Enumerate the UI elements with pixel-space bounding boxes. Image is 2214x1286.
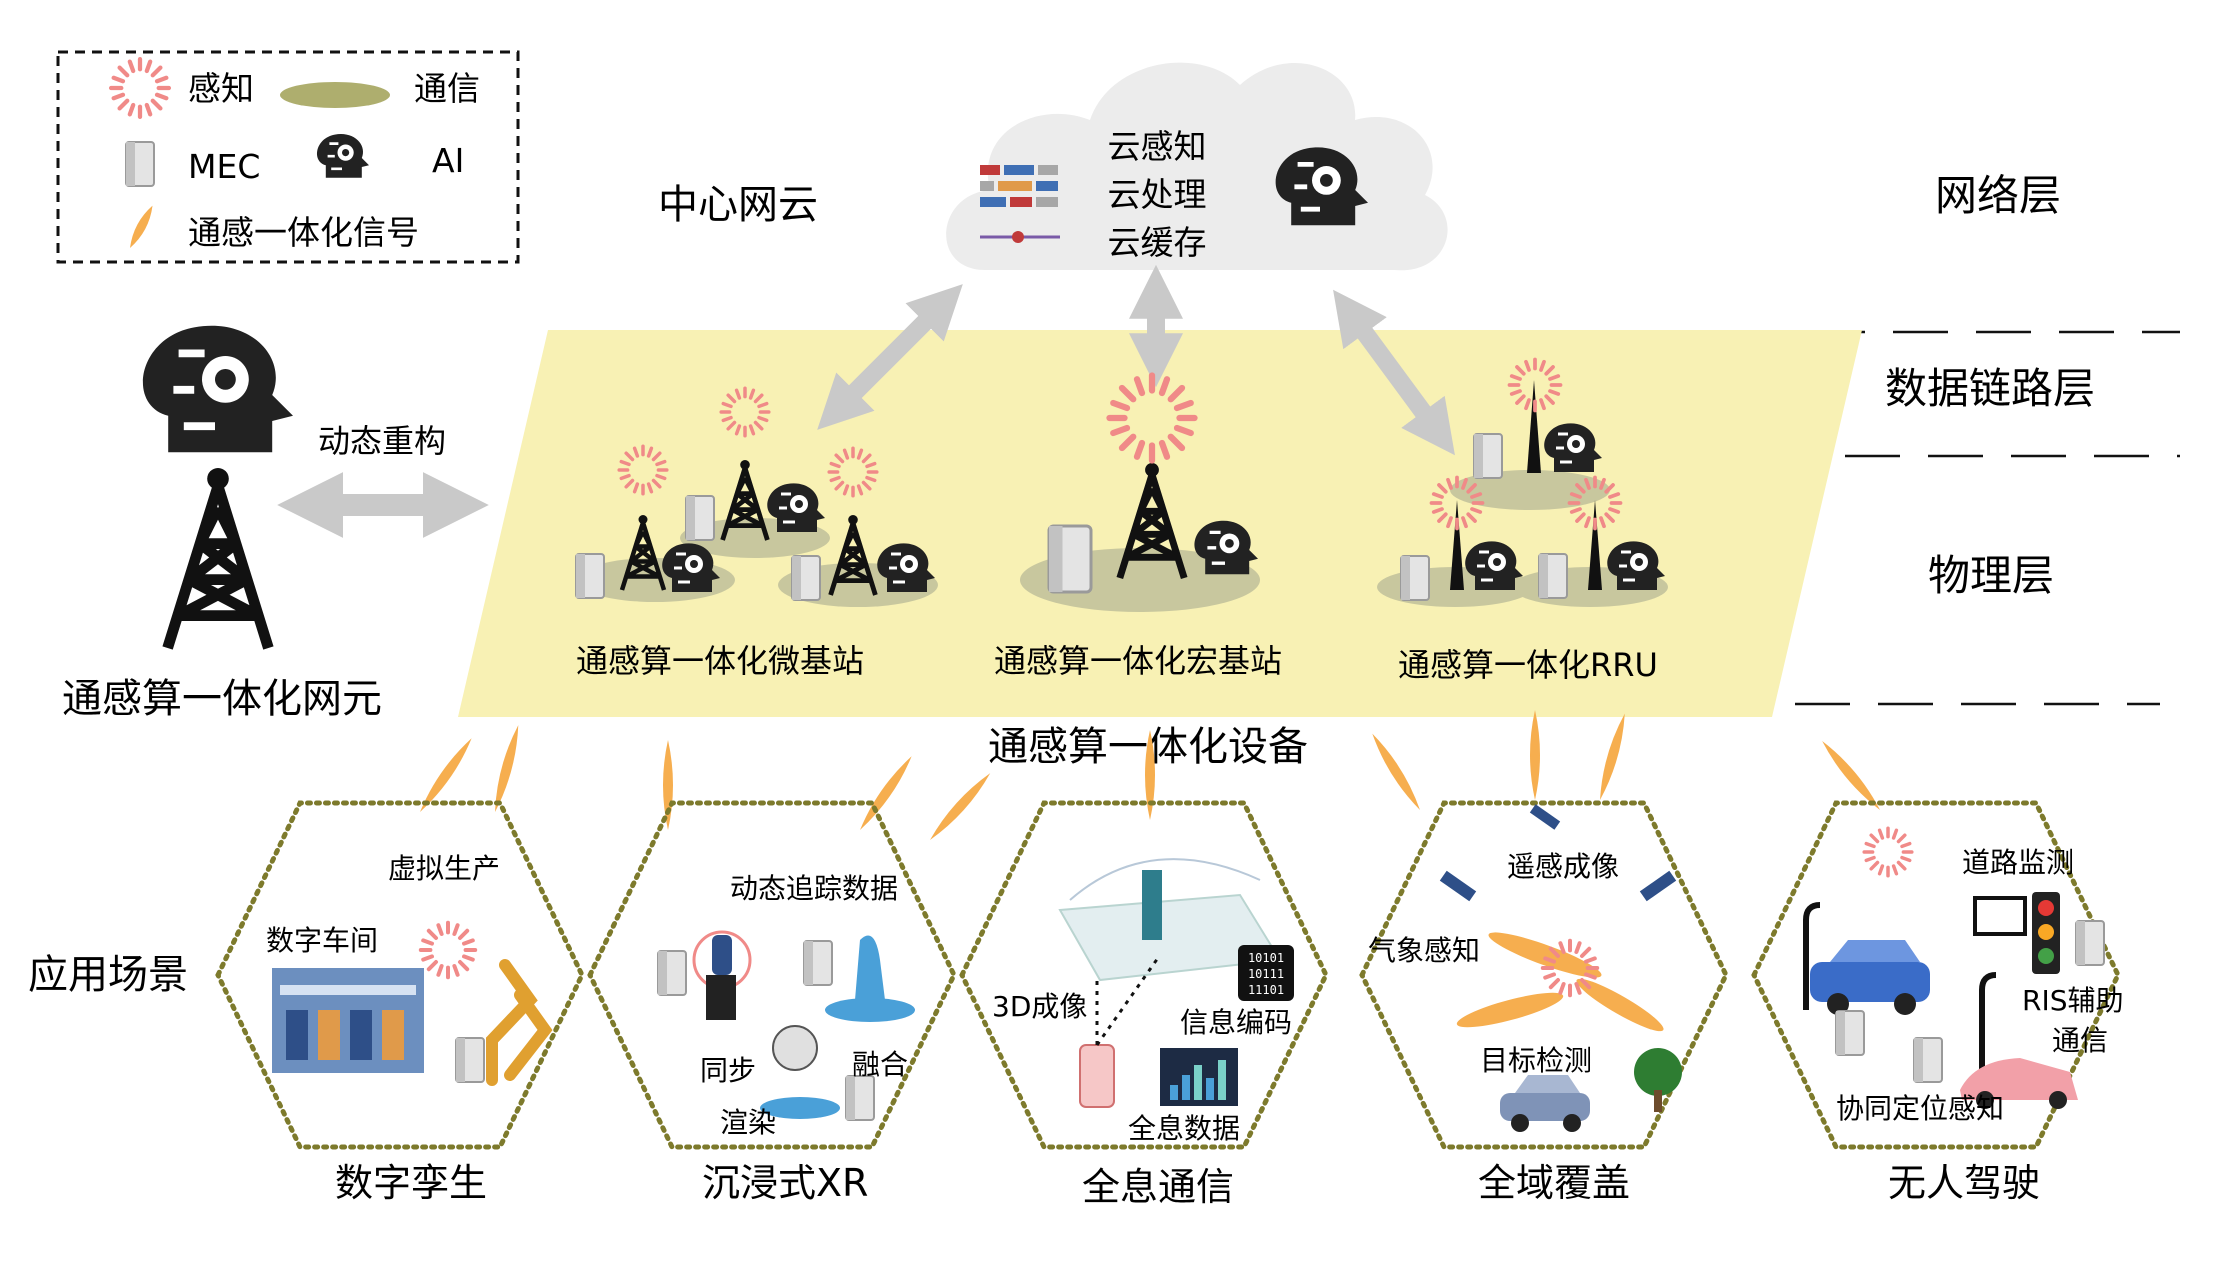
micro-base-station-label: 通感算一体化微基站: [576, 642, 864, 680]
svg-text:11101: 11101: [1248, 983, 1284, 997]
reconfiguration-label: 动态重构: [318, 422, 446, 460]
label-target-detection: 目标检测: [1480, 1044, 1592, 1077]
label-communication: 通信: [2052, 1024, 2108, 1057]
label-dynamic-tracking: 动态追踪数据: [730, 872, 898, 905]
label-road-monitoring: 道路监测: [1962, 846, 2074, 879]
communication-icon: [280, 82, 390, 108]
scenario-global-coverage-label: 全域覆盖: [1478, 1161, 1630, 1205]
city-grid-icon: [1058, 858, 1282, 982]
scenario-autonomous-driving-label: 无人驾驶: [1888, 1161, 2040, 1205]
legend-ai: AI: [432, 141, 464, 180]
hexagon-immersive-xr: [587, 800, 957, 1150]
layer-network-label: 网络层: [1935, 171, 2061, 220]
layer-physical-label: 物理层: [1928, 551, 2054, 600]
hexagon-digital-twin: [215, 800, 585, 1150]
isac-signal-icon: [130, 205, 153, 248]
sensing-icon: [111, 59, 169, 117]
network-element-label: 通感算一体化网元: [62, 676, 382, 722]
legend-sensing: 感知: [188, 69, 254, 108]
cloud-dashboard-icon: [980, 165, 1060, 243]
scenario-digital-twin-label: 数字孪生: [335, 1161, 487, 1205]
binary-code-icon: 10101 10111 11101: [1238, 945, 1294, 1001]
traffic-light-icon: [1973, 892, 2060, 974]
hexagon-autonomous-driving: [1751, 800, 2121, 1150]
rru-label: 通感算一体化RRU: [1398, 646, 1658, 684]
layer-data-link-label: 数据链路层: [1885, 364, 2095, 413]
car-icon: [1500, 1075, 1590, 1132]
label-digital-workshop: 数字车间: [266, 924, 378, 957]
factory-workshop-icon: [272, 968, 424, 1073]
center-cloud-label: 中心网云: [658, 182, 818, 228]
cloud-function-cache: 云缓存: [1108, 223, 1207, 262]
phone-hologram-icon: [1079, 954, 1162, 1108]
label-info-encoding: 信息编码: [1180, 1006, 1292, 1039]
micro-base-station-group: [575, 386, 938, 607]
orange-beams: [1456, 932, 1664, 1032]
label-ris-assist: RIS辅助: [2022, 984, 2124, 1017]
macro-base-station-label: 通感算一体化宏基站: [994, 642, 1282, 680]
dashboard-icon: [1160, 1048, 1238, 1106]
suv-icon: [1810, 940, 1930, 1015]
mec-server-icon: [125, 141, 155, 187]
legend-mec: MEC: [188, 147, 260, 186]
svg-text:10111: 10111: [1248, 967, 1284, 981]
legend: 感知 通信 MEC AI 通感一体化信号: [56, 50, 520, 264]
scenario-holographic-label: 全息通信: [1082, 1165, 1234, 1209]
scenarios-title: 应用场景: [28, 952, 188, 998]
legend-communication: 通信: [414, 69, 480, 108]
cloud-function-sense: 云感知: [1108, 127, 1207, 166]
label-sync: 同步: [700, 1054, 756, 1087]
label-remote-sensing: 遥感成像: [1507, 850, 1619, 883]
macro-base-station: [1020, 376, 1260, 612]
rru-group: [1377, 357, 1668, 607]
street-lamp-icon: [1803, 902, 1997, 1075]
satellite-icon: [1439, 804, 1677, 902]
ai-head-icon: [315, 132, 371, 180]
cloud-function-process: 云处理: [1108, 175, 1207, 214]
robot-arm-icon: [486, 959, 553, 1086]
label-fusion: 融合: [852, 1048, 908, 1081]
label-virtual-production: 虚拟生产: [388, 852, 500, 885]
xr-user-icon: [692, 930, 915, 1119]
label-render: 渲染: [720, 1106, 776, 1139]
network-element-ai-head: [143, 326, 293, 452]
legend-frame: [56, 50, 520, 264]
tree-icon: [1634, 1048, 1682, 1112]
sports-car-icon: [1960, 1058, 2078, 1109]
label-cooperative-positioning: 协同定位感知: [1836, 1092, 2004, 1125]
network-element-tower: [168, 468, 269, 648]
svg-text:10101: 10101: [1248, 951, 1284, 965]
cloud-micro-arrow: [817, 284, 963, 430]
scenario-immersive-xr-label: 沉浸式XR: [702, 1161, 868, 1205]
label-weather-sensing: 气象感知: [1368, 934, 1480, 967]
legend-isac-signal: 通感一体化信号: [188, 213, 419, 252]
label-3d-imaging: 3D成像: [992, 990, 1087, 1023]
hexagon-holographic: [959, 800, 1329, 1150]
cloud-rru-arrow: [1333, 289, 1455, 456]
label-holo-data: 全息数据: [1128, 1112, 1240, 1145]
hexagon-global-coverage: [1359, 800, 1729, 1150]
